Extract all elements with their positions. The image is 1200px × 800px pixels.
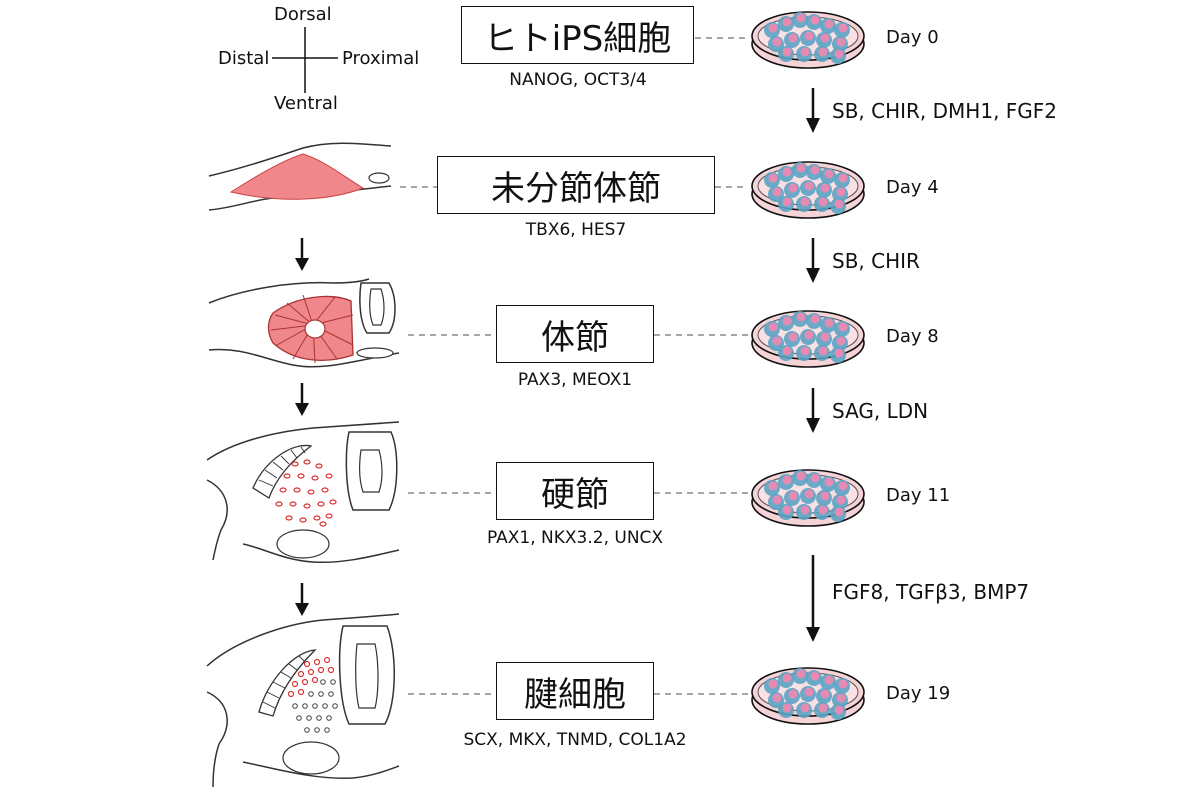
markers-somite: PAX3, MEOX1 <box>517 370 633 390</box>
markers-ipsc: NANOG, OCT3/4 <box>509 70 647 90</box>
somite-illustration <box>208 278 400 368</box>
culture-dish-1 <box>751 161 865 219</box>
culture-dish-2 <box>751 310 865 368</box>
distal-label: Distal <box>218 48 270 69</box>
stage-box-somite: 体節 <box>496 305 654 363</box>
stage-box-ipsc: ヒトiPS細胞 <box>461 6 694 64</box>
day-label-11: Day 11 <box>886 485 951 506</box>
tendon-illustration <box>206 613 400 788</box>
stage-name-tendon: 腱細胞 <box>524 674 626 715</box>
stage-box-tendon: 腱細胞 <box>496 662 654 720</box>
culture-dish-4 <box>751 667 865 725</box>
arrow-illustration-2 <box>295 383 309 416</box>
markers-psm: TBX6, HES7 <box>525 220 627 240</box>
process-arrow-1 <box>806 88 820 133</box>
process-arrow-3 <box>806 388 820 433</box>
markers-sclerotome: PAX1, NKX3.2, UNCX <box>486 528 664 548</box>
stage-box-psm: 未分節体節 <box>437 156 715 214</box>
arrow-illustration-3 <box>295 583 309 616</box>
day-label-19: Day 19 <box>886 683 951 704</box>
proximal-label: Proximal <box>342 48 420 69</box>
day-label-8: Day 8 <box>886 326 939 347</box>
orientation-cross <box>272 27 338 93</box>
stage-name-sclerotome: 硬節 <box>541 474 609 515</box>
stage-name-psm: 未分節体節 <box>491 168 661 209</box>
markers-tendon: SCX, MKX, TNMD, COL1A2 <box>463 730 687 750</box>
day-label-4: Day 4 <box>886 177 939 198</box>
culture-dish-3 <box>751 469 865 527</box>
process-arrow-2 <box>806 238 820 283</box>
process-arrow-4 <box>806 555 820 642</box>
arrow-illustration-1 <box>295 238 309 271</box>
day-label-0: Day 0 <box>886 27 939 48</box>
dorsal-label: Dorsal <box>274 4 332 25</box>
psm-illustration <box>208 142 392 211</box>
ventral-label: Ventral <box>274 93 338 114</box>
factors-step-2: SB, CHIR <box>832 249 920 273</box>
stage-name-ipsc: ヒトiPS細胞 <box>483 18 672 59</box>
culture-dish-0 <box>751 11 865 69</box>
factors-step-1: SB, CHIR, DMH1, FGF2 <box>832 99 1058 123</box>
stage-box-sclerotome: 硬節 <box>496 462 654 520</box>
factors-step-4: FGF8, TGFβ3, BMP7 <box>832 580 1030 604</box>
sclerotome-illustration <box>206 421 400 564</box>
stage-name-somite: 体節 <box>541 317 609 358</box>
factors-step-3: SAG, LDN <box>832 399 929 423</box>
